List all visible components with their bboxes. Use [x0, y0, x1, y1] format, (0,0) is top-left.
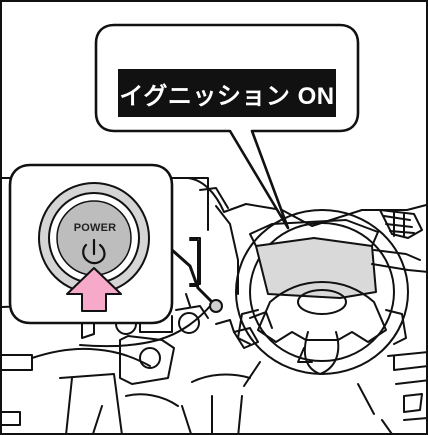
- pink-up-arrow-icon: [66, 267, 122, 312]
- power-button-label: POWER: [73, 222, 117, 234]
- power-icon: [82, 238, 106, 265]
- ignition-on-label: イグニッション ON: [118, 69, 336, 117]
